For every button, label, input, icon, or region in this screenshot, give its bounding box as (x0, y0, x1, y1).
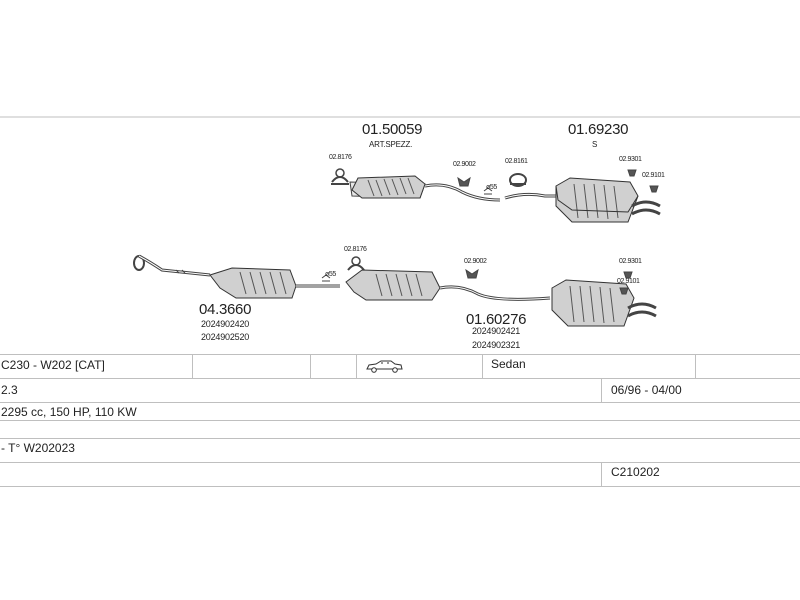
fitting-label-9: 02.9101 (617, 278, 640, 285)
middle-muffler-lower (345, 269, 551, 301)
hanger-lower-2 (623, 271, 633, 279)
part-code-4: 01.60276 (466, 311, 527, 328)
part-ref-4a: 2024902421 (472, 326, 521, 336)
lower-system (133, 254, 657, 327)
ring-upper (509, 173, 527, 187)
clamp-lower-mid (321, 274, 331, 282)
clamp-label-2: ø55 (325, 271, 336, 278)
code-cell: C210202 (611, 465, 660, 479)
hanger-upper-3 (649, 185, 659, 193)
engine-cell: 2.3 (1, 383, 18, 397)
fitting-label-4: 02.9301 (619, 156, 642, 163)
rear-muffler-lower (551, 279, 657, 327)
clamp-upper-mid (483, 187, 493, 195)
hanger-upper-2 (627, 169, 637, 177)
part-ref-3a: 2024902420 (201, 319, 250, 329)
middle-muffler-upper (349, 175, 501, 202)
upper-system (331, 168, 661, 223)
hanger-upper-1 (457, 176, 471, 187)
fitting-label-1: 02.8176 (329, 154, 352, 161)
dates-cell: 06/96 - 04/00 (611, 383, 682, 397)
sedan-car-icon (366, 360, 403, 373)
fitting-label-8: 02.9301 (619, 258, 642, 265)
fitting-label-2: 02.9002 (453, 161, 476, 168)
part-code-3: 04.3660 (199, 301, 252, 318)
fitting-label-5: 02.9101 (642, 172, 665, 179)
hanger-lower-3 (619, 287, 629, 295)
hanger-lower-1 (465, 268, 479, 279)
part-ref-4b: 2024902321 (472, 340, 521, 350)
model-cell: C230 - W202 [CAT] (1, 358, 105, 372)
part-ref-3b: 2024902520 (201, 332, 250, 342)
clamp-lower-left (347, 256, 365, 271)
part-code-2: 01.69230 (568, 121, 629, 138)
rear-muffler-upper (555, 177, 661, 223)
fitting-label-3: 02.8161 (505, 158, 528, 165)
part-note-1: ART.SPEZZ. (369, 140, 413, 149)
front-flange (133, 254, 211, 277)
clamp-label-1: ø55 (486, 184, 497, 191)
fitting-label-7: 02.9002 (464, 258, 487, 265)
fitting-label-6: 02.8176 (344, 246, 367, 253)
specs-cell: 2295 cc, 150 HP, 110 KW (1, 405, 137, 419)
front-muffler-lower (209, 267, 340, 299)
body-type-cell: Sedan (491, 357, 526, 371)
part-note-2: S (592, 140, 598, 149)
clamp-upper-left (331, 168, 349, 185)
type-cell: - T° W202023 (1, 441, 75, 455)
part-code-1: 01.50059 (362, 121, 423, 138)
